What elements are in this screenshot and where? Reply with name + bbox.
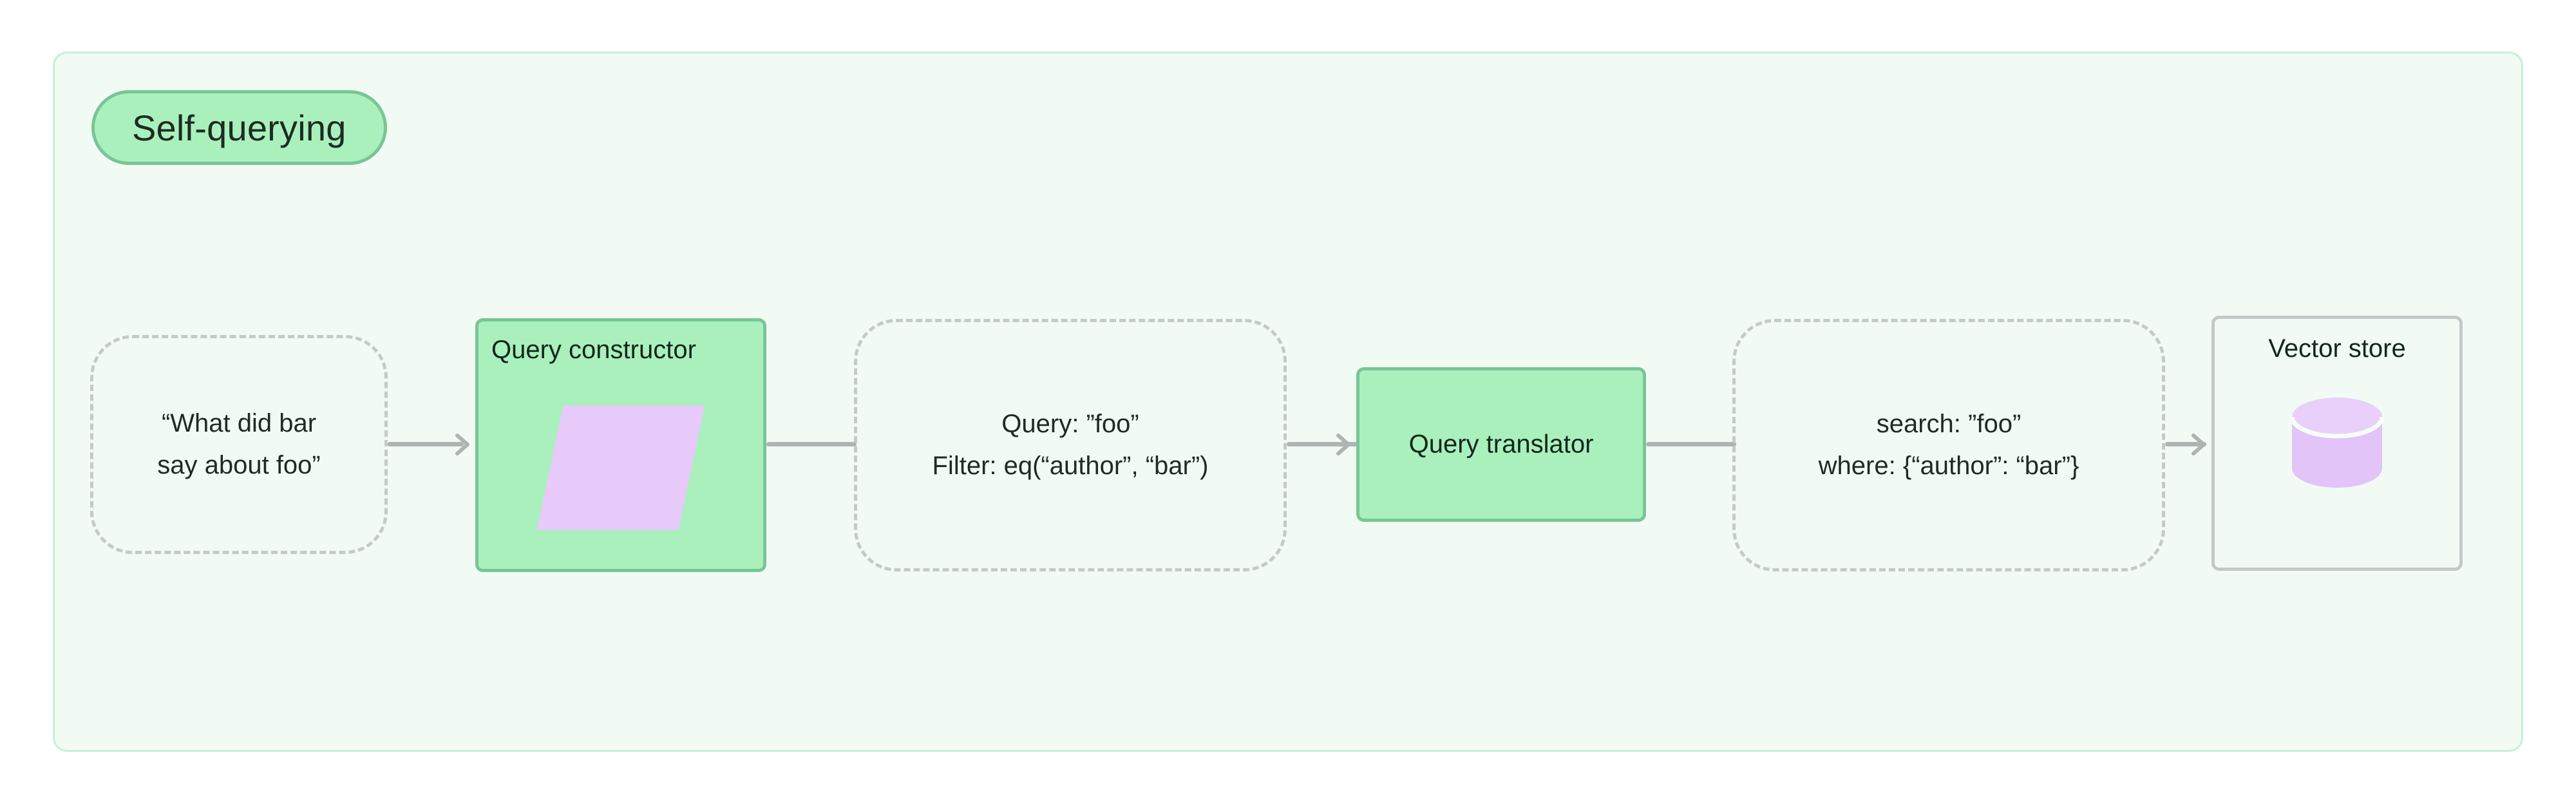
edge-query-constructor-to-structured-query — [766, 442, 857, 446]
node-structured-query-line-1: Query: ”foo” — [1001, 410, 1139, 439]
node-translated-query-line-1: search: ”foo” — [1876, 410, 2022, 439]
subgraph-title-label: Self-querying — [132, 107, 346, 148]
node-user-query[interactable]: “What did bar say about foo” — [90, 335, 388, 554]
node-query-translator-label: Query translator — [1408, 430, 1594, 459]
edge-structured-query-to-query-translator — [1287, 442, 1358, 446]
node-query-constructor[interactable]: Query constructor — [475, 318, 766, 572]
subgraph-title-badge: Self-querying — [91, 90, 387, 165]
edge-user-query-to-query-constructor — [388, 442, 464, 446]
node-query-constructor-label: Query constructor — [491, 336, 696, 364]
edge-query-translator-to-translated-query — [1646, 442, 1736, 446]
node-user-query-line-2: say about foo” — [157, 451, 321, 479]
arrowhead-icon — [1336, 434, 1350, 455]
parallelogram-icon — [536, 405, 705, 530]
database-cylinder-icon — [2289, 397, 2385, 488]
node-vector-store-label: Vector store — [2268, 334, 2406, 363]
node-structured-query[interactable]: Query: ”foo” Filter: eq(“author”, “bar”) — [854, 319, 1287, 571]
edge-translated-query-to-vector-store — [2165, 442, 2206, 446]
arrowhead-icon — [2192, 434, 2206, 455]
node-translated-query-line-2: where: {“author”: “bar”} — [1818, 452, 2079, 480]
node-vector-store[interactable]: Vector store — [2211, 316, 2463, 571]
node-structured-query-line-2: Filter: eq(“author”, “bar”) — [932, 452, 1209, 480]
self-querying-subgraph — [53, 52, 2523, 752]
node-query-translator[interactable]: Query translator — [1356, 367, 1646, 522]
arrowhead-icon — [455, 434, 469, 455]
node-translated-query[interactable]: search: ”foo” where: {“author”: “bar”} — [1732, 319, 2165, 571]
node-user-query-line-1: “What did bar — [161, 409, 317, 438]
